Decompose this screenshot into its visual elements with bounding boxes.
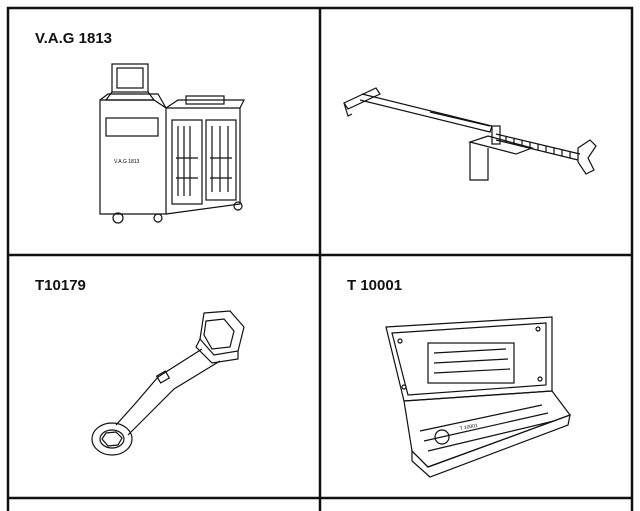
device-label: V.A.G 1813 <box>114 159 140 165</box>
tool-label: T10179 <box>35 277 86 294</box>
cell-lever-tool <box>320 8 632 255</box>
cell-t10001: T 10001 T 10001 <box>320 255 632 498</box>
lever-support-tool-illustration <box>343 87 597 181</box>
cell-vag-1813: V.A.G 1813 V.A.G 1813 <box>8 8 320 255</box>
tool-case-illustration: T 10001 <box>385 316 571 478</box>
tool-label: T 10001 <box>347 277 403 294</box>
tool-label: V.A.G 1813 <box>35 30 112 47</box>
kit-label: T 10001 <box>459 423 478 432</box>
diagnostic-cabinet-illustration: V.A.G 1813 <box>99 63 245 224</box>
offset-ring-wrench-illustration <box>91 310 245 456</box>
cell-t10179: T10179 <box>8 255 320 498</box>
